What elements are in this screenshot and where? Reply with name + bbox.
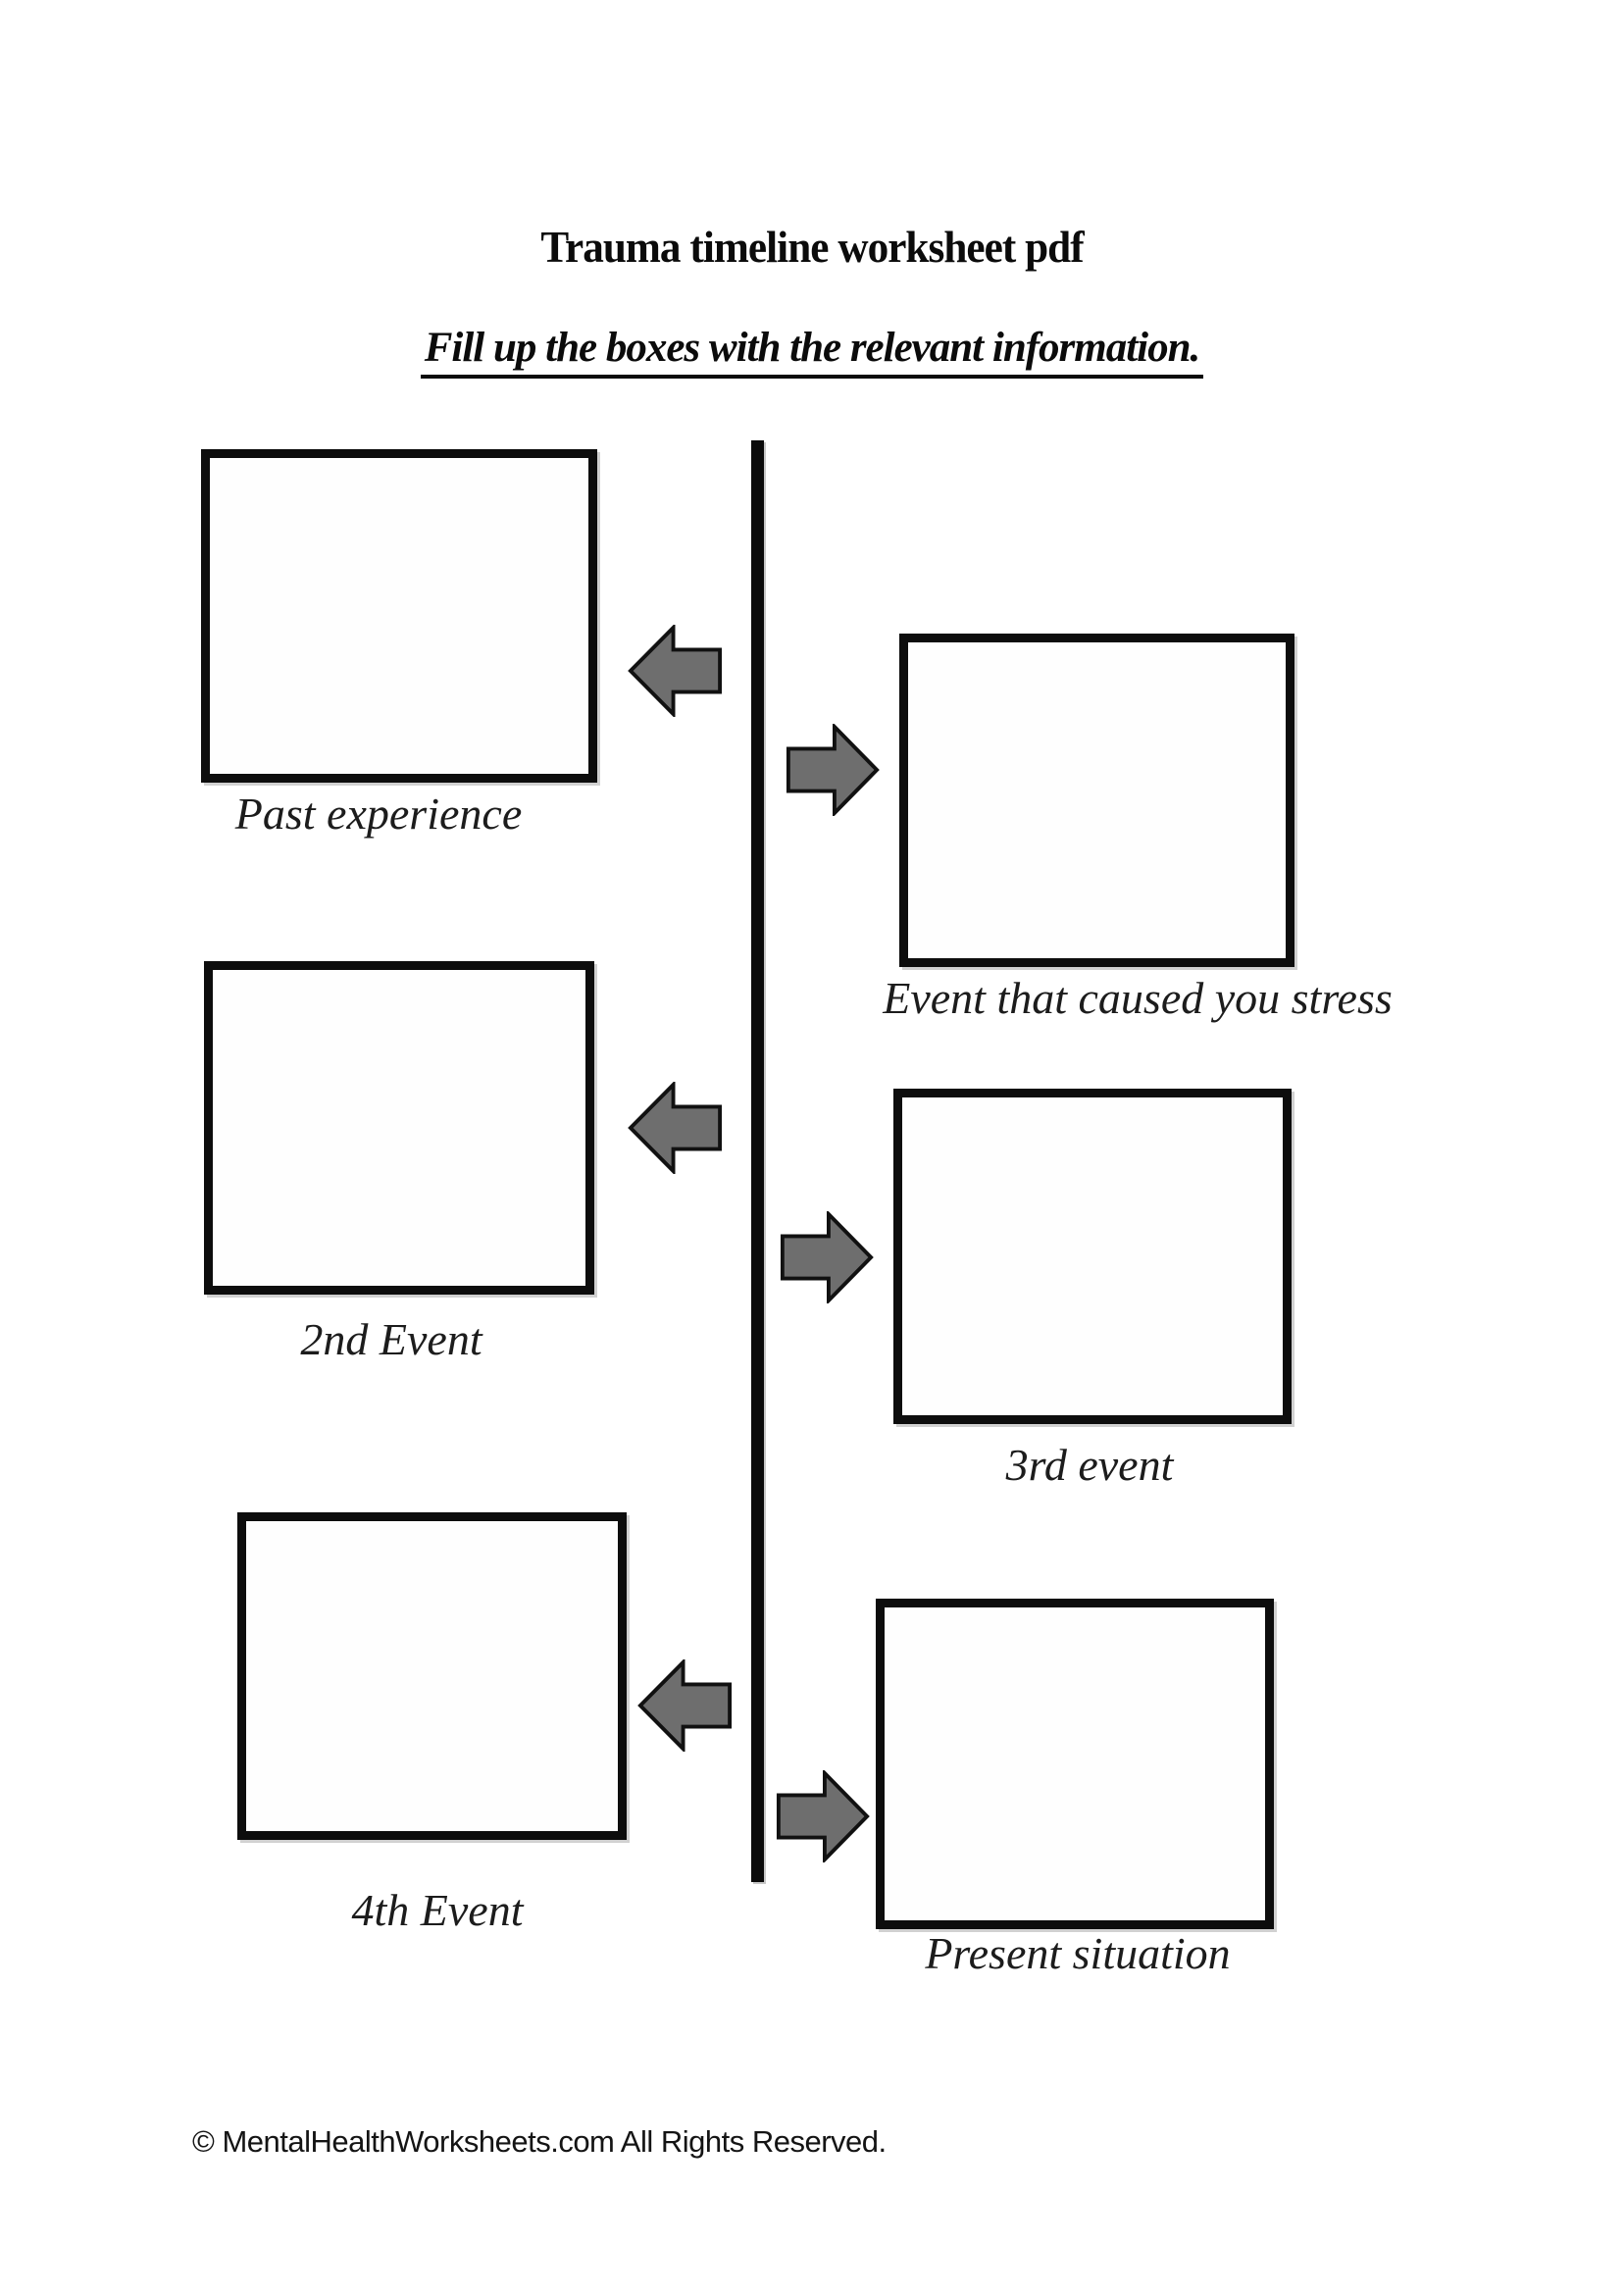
- arrow-right-icon: [776, 1770, 870, 1862]
- past-experience-label: Past experience: [234, 789, 523, 839]
- arrow-right-icon: [780, 1211, 874, 1303]
- fourth-event-label: 4th Event: [351, 1885, 524, 1935]
- second-event-box[interactable]: [204, 961, 594, 1295]
- fourth-event-box[interactable]: [237, 1512, 627, 1840]
- arrow-left-icon: [628, 1082, 723, 1174]
- past-experience-box[interactable]: [201, 449, 597, 783]
- present-situation-label: Present situation: [925, 1928, 1231, 1978]
- arrow-right-icon: [786, 724, 880, 816]
- stress-event-box[interactable]: [899, 634, 1294, 967]
- third-event-label: 3rd event: [1005, 1440, 1174, 1490]
- instruction-row: Fill up the boxes with the relevant info…: [0, 324, 1624, 379]
- timeline-axis: [751, 440, 764, 1882]
- present-situation-box[interactable]: [876, 1599, 1274, 1929]
- arrow-left-icon: [637, 1659, 733, 1752]
- stress-event-label: Event that caused you stress: [883, 973, 1393, 1023]
- arrow-left-icon: [628, 625, 723, 717]
- second-event-label: 2nd Event: [300, 1314, 482, 1364]
- instruction-text: Fill up the boxes with the relevant info…: [420, 324, 1204, 379]
- page-title: Trauma timeline worksheet pdf: [540, 223, 1084, 272]
- copyright-text: © MentalHealthWorksheets.com All Rights …: [192, 2124, 887, 2159]
- third-event-box[interactable]: [893, 1089, 1292, 1424]
